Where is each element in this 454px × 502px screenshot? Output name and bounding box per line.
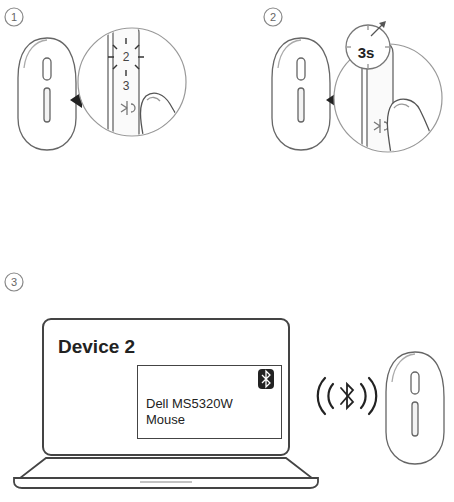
step-number: 1 [11, 12, 17, 23]
mouse-illustration-part [44, 88, 50, 122]
zoom-detail-part-part [394, 104, 409, 108]
zoom-detail-part-part-part [125, 38, 126, 44]
zoom-detail-part-part-part [125, 70, 126, 76]
channel-number: 2 [123, 51, 130, 63]
bluetooth-wireless-symbol-part [328, 384, 333, 408]
bluetooth-icon-part [258, 369, 274, 389]
step-number: 2 [270, 12, 276, 23]
timer-symbol-part [379, 21, 386, 28]
mouse-illustration [18, 38, 76, 150]
mouse-illustration [272, 38, 330, 150]
mouse-illustration-part [297, 58, 305, 80]
zoom-detail-part-part-part [138, 56, 144, 57]
step-circles-part [5, 273, 23, 291]
zoom-detail-part-part-part [135, 65, 139, 69]
zoom-detail-part-part-part [135, 45, 139, 49]
bluetooth-wireless-symbol [318, 378, 376, 414]
bluetooth-wireless-symbol-part [318, 378, 325, 414]
screen-title: Device 2 [58, 336, 288, 359]
mouse-illustration-part [412, 402, 418, 436]
channel-number: 3 [123, 80, 130, 92]
zoom-detail-part-part [141, 93, 191, 140]
bluetooth-wireless-symbol-part [341, 384, 353, 408]
step-number: 3 [11, 277, 17, 288]
timer-symbol-part-part [367, 64, 368, 68]
timer-symbol-part-part [385, 46, 389, 47]
zoom-detail-part-part [374, 119, 380, 133]
mouse-illustration-part [298, 88, 304, 122]
device-name: Dell MS5320W Mouse [146, 396, 246, 427]
bluetooth-icon [258, 369, 274, 389]
zoom-detail [78, 20, 190, 150]
mouse-illustration-part [272, 38, 330, 150]
laptop-base [14, 458, 318, 488]
mouse-illustration-part [411, 372, 419, 394]
zoom-detail-part [108, 20, 190, 150]
step-circles-part [264, 8, 282, 26]
mouse-illustration-part [386, 352, 444, 464]
zoom-detail-part-part [121, 101, 127, 115]
laptop-base-part [14, 478, 318, 488]
bluetooth-wireless-symbol-part [369, 378, 376, 414]
timer-symbol-part-part [347, 46, 351, 47]
laptop-screen: Device 2 Dell MS5320W Mouse [42, 318, 290, 456]
zoom-detail-part-part [108, 38, 144, 76]
zoom-detail-part-part [387, 99, 440, 160]
zoom-detail-part-part-part [108, 56, 114, 57]
zoom-detail-part-part-part [113, 65, 117, 69]
hold-time: 3s [358, 45, 375, 60]
laptop-base-part [140, 481, 192, 482]
zoom-detail-part-part [131, 104, 135, 112]
timer-symbol-part [347, 26, 389, 68]
zoom-detail-part-part [147, 97, 160, 101]
mouse-illustration-part [18, 38, 76, 150]
laptop-base-part [20, 458, 312, 478]
bluetooth-icon-part [262, 371, 270, 387]
bluetooth-wireless-symbol-part [361, 384, 366, 408]
step-circles-part [5, 8, 23, 26]
step-circles [5, 8, 282, 291]
mouse-illustration-part [43, 58, 51, 80]
timer-symbol-part [346, 25, 390, 69]
zoom-detail-part-part-part [113, 45, 117, 49]
pairing-popup: Dell MS5320W Mouse [137, 365, 282, 439]
mouse-illustration [386, 352, 444, 464]
timer-symbol [346, 21, 390, 69]
zoom-detail-part-part [107, 20, 108, 150]
zoom-detail-part-part [113, 20, 139, 150]
timer-symbol-part-part [367, 26, 368, 30]
